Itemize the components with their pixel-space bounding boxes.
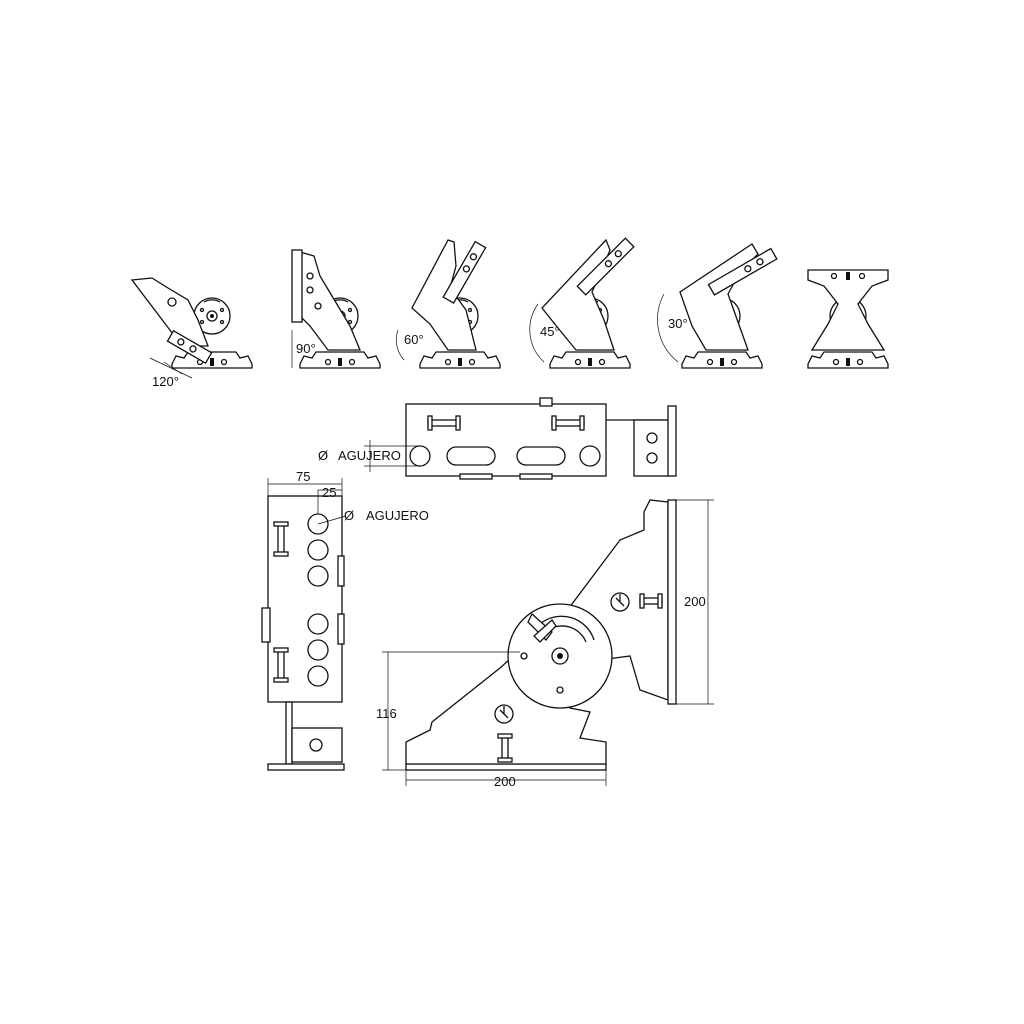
- hole-label-top: AGUJERO: [338, 448, 401, 463]
- config-view-90: 90°: [291, 249, 381, 369]
- diameter-symbol-top: Ø: [318, 448, 328, 463]
- config-view-0: [807, 269, 889, 369]
- diameter-symbol-side: Ø: [344, 508, 354, 523]
- dim-116: 116: [376, 706, 397, 721]
- angle-label-30: 30°: [668, 316, 688, 331]
- config-view-60: 60°: [396, 239, 501, 369]
- logo-icon-lower: [494, 704, 514, 724]
- angle-label-60: 60°: [404, 332, 424, 347]
- hole-label-side: AGUJERO: [366, 508, 429, 523]
- main-view: 200 200 116: [376, 499, 714, 789]
- config-view-30: 30°: [657, 243, 778, 369]
- angle-label-90: 90°: [296, 341, 316, 356]
- dim-25: 25: [322, 485, 336, 500]
- dim-200-horizontal: 200: [494, 774, 516, 789]
- config-view-45: 45°: [529, 237, 635, 369]
- top-view: Ø AGUJERO: [318, 397, 677, 480]
- config-view-120: 120°: [130, 277, 253, 389]
- logo-icon-upper: [610, 592, 630, 612]
- angle-label-45: 45°: [540, 324, 560, 339]
- dim-75: 75: [296, 469, 310, 484]
- angle-label-120: 120°: [152, 374, 179, 389]
- dim-200-vertical: 200: [684, 594, 706, 609]
- side-view: 75 25 Ø AGUJERO: [261, 469, 429, 771]
